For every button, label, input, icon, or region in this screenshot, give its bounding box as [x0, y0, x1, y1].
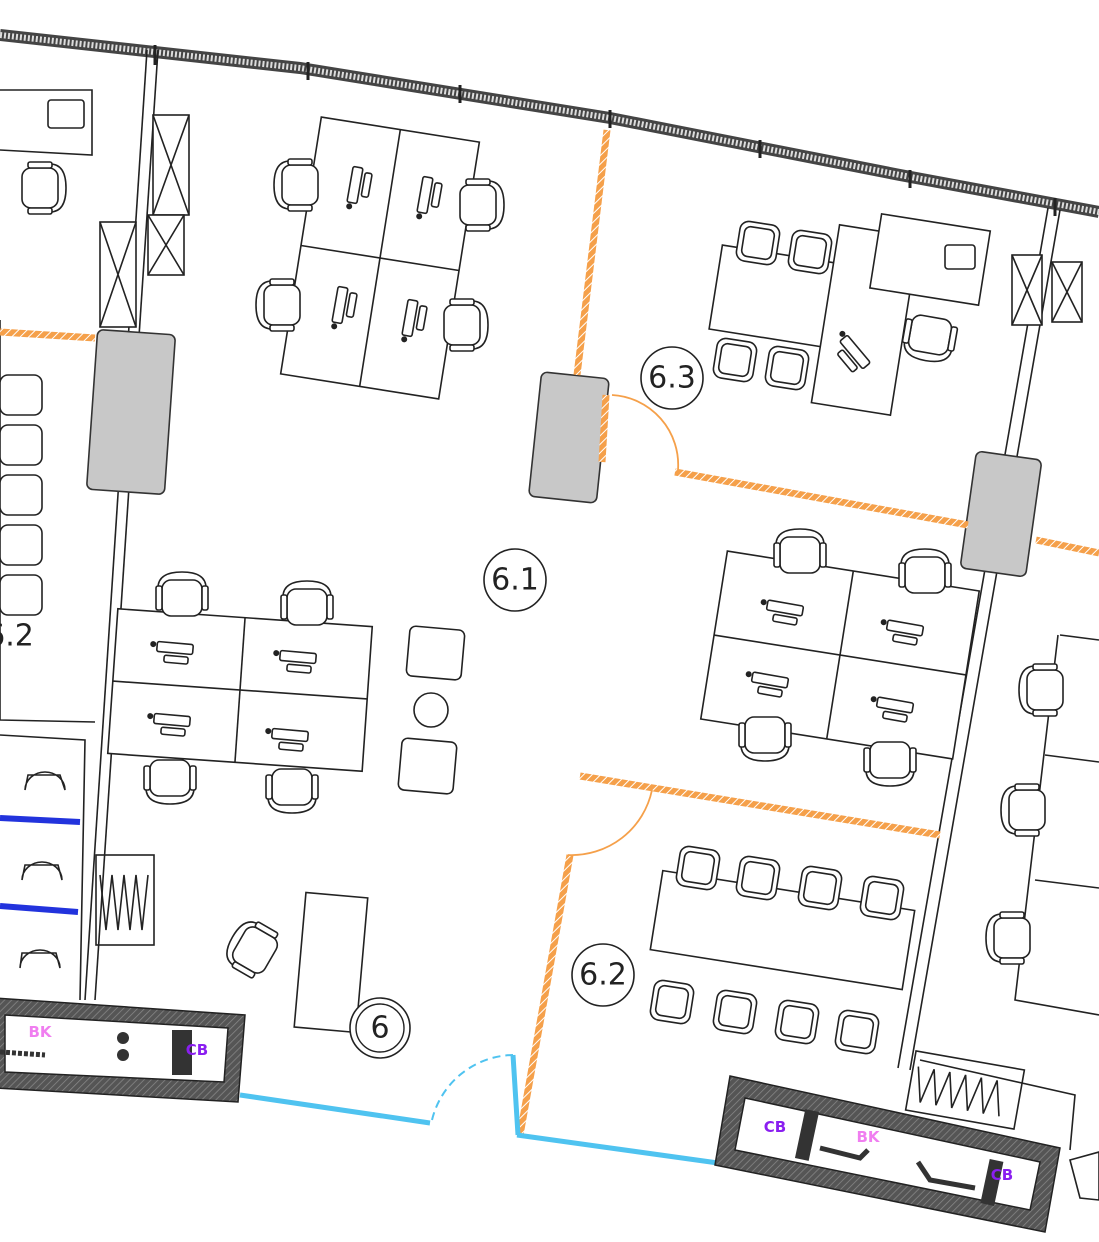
chair-icon	[265, 768, 319, 814]
chair-icon	[773, 528, 827, 574]
computer-icon	[331, 285, 358, 330]
meeting-chair-icon	[0, 524, 43, 566]
meeting-chair-icon	[735, 855, 781, 901]
room-tag-6.2-left: 6.2	[0, 619, 34, 654]
computer-icon	[147, 712, 192, 737]
room-tag-6: 6	[349, 997, 411, 1059]
office-chair-icon	[901, 314, 959, 363]
computer-icon	[346, 165, 373, 210]
exterior-wall	[0, 29, 1099, 218]
chair-icon	[273, 158, 319, 212]
desk-cluster-partial	[1014, 634, 1099, 1016]
computer-icon	[760, 599, 805, 626]
meeting-chair-icon	[774, 999, 820, 1045]
room-tag-6.1: 6.1	[483, 548, 547, 612]
svg-text:6.3: 6.3	[648, 361, 696, 396]
chair-icon	[985, 911, 1031, 965]
chair-icon	[898, 548, 952, 594]
bk-label: BK	[28, 1023, 52, 1041]
reception-desk	[293, 891, 369, 1034]
computer-icon	[880, 619, 925, 646]
core-left: BK CB	[0, 997, 246, 1103]
meeting-chair-icon	[735, 220, 781, 266]
meeting-chair-icon	[859, 875, 905, 921]
meeting-chair-icon	[649, 979, 695, 1025]
racks-bottom	[99, 874, 1026, 1131]
meeting-chair-icon	[797, 865, 843, 911]
printer-icon	[944, 244, 976, 270]
computer-icon	[745, 671, 790, 698]
toilets	[0, 771, 81, 969]
room-tag-6.3: 6.3	[640, 346, 704, 410]
printer-icon	[47, 99, 85, 129]
computer-icon	[265, 727, 310, 752]
chair-icon	[738, 716, 792, 762]
computer-icon	[870, 696, 915, 723]
storage-racks	[99, 114, 1083, 328]
computer-icon	[837, 330, 871, 373]
armchair-icon	[405, 625, 466, 681]
svg-text:6: 6	[370, 1011, 389, 1046]
svg-text:6.2: 6.2	[0, 619, 34, 654]
meeting-chair-icon	[834, 1009, 880, 1055]
chair-icon	[143, 759, 197, 805]
chair-icon	[863, 741, 917, 787]
svg-text:6.1: 6.1	[491, 563, 539, 598]
chair-icon	[1000, 783, 1046, 837]
meeting-chair-icon	[787, 229, 833, 275]
desk-cluster	[106, 607, 374, 773]
meeting-chair-icon	[712, 989, 758, 1035]
cb-label: CB	[186, 1041, 208, 1059]
svg-text:6.2: 6.2	[579, 958, 627, 993]
computer-icon	[416, 175, 443, 220]
reception-chair-icon	[226, 921, 279, 979]
furniture	[0, 99, 1099, 1055]
cabinet	[868, 212, 992, 307]
glazed-partitions	[239, 1054, 719, 1166]
computer-icon	[273, 649, 318, 674]
meeting-chair-icon	[0, 374, 43, 416]
chair-icon	[255, 278, 301, 332]
interior-walls	[0, 49, 1099, 1166]
bk-label: BK	[856, 1128, 880, 1146]
chair-icon	[280, 580, 334, 626]
meeting-chair-icon	[0, 574, 43, 616]
chair-icon	[155, 571, 209, 617]
chair-icon	[459, 178, 505, 232]
partitions	[0, 129, 1099, 1136]
cb-label: CB	[991, 1166, 1013, 1184]
meeting-chair-icon	[712, 337, 758, 383]
cb-label: CB	[764, 1118, 786, 1136]
computer-icon	[401, 298, 428, 343]
meeting-chair-icon	[0, 474, 43, 516]
meeting-chair-icon	[0, 424, 43, 466]
office-chair-icon	[21, 161, 67, 215]
computer-icon	[150, 640, 195, 665]
doors	[567, 394, 680, 856]
chair-icon	[1018, 663, 1064, 717]
meeting-chair-icon	[764, 345, 810, 391]
meeting-table	[649, 869, 916, 991]
core-right: CB BK CB	[714, 1075, 1099, 1233]
chair-icon	[443, 298, 489, 352]
armchair-icon	[397, 737, 458, 795]
columns	[86, 329, 1042, 578]
room-tag-6.2: 6.2	[571, 943, 635, 1007]
side-table-icon	[413, 692, 449, 728]
meeting-chair-icon	[675, 845, 721, 891]
